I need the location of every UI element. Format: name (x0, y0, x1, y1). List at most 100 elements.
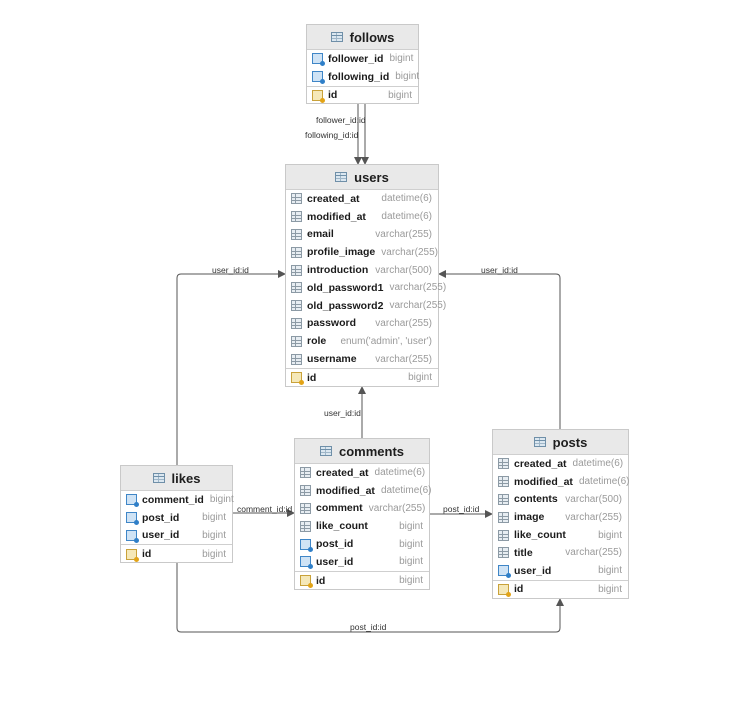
column-name: profile_image (307, 246, 376, 259)
table-icon (335, 172, 348, 182)
table-header[interactable]: follows (307, 25, 418, 50)
edge-posts-user (438, 270, 561, 429)
column-type: bigint (399, 556, 423, 568)
column-icon (291, 228, 302, 240)
column-type: datetime(6) (578, 476, 630, 488)
column-row[interactable]: created_at datetime(6) (493, 455, 628, 473)
table-posts[interactable]: posts created_at datetime(6) modified_at dat… (492, 429, 630, 599)
column-name: role (307, 335, 327, 348)
column-row[interactable]: old_password2 varchar(255) (286, 297, 446, 315)
column-icon (498, 493, 509, 505)
column-row[interactable]: modified_at datetime(6) (493, 473, 630, 491)
column-type: bigint (389, 53, 414, 65)
edge-likes-user (176, 270, 286, 465)
column-name: modified_at (514, 475, 573, 488)
column-row[interactable]: id bigint (493, 579, 628, 599)
column-name: id (316, 574, 326, 587)
column-icon (300, 485, 311, 497)
column-type: varchar(255) (375, 353, 432, 365)
column-name: id (328, 89, 338, 102)
table-icon (152, 473, 165, 483)
column-type: enum('admin', 'user') (340, 335, 432, 347)
column-name: contents (514, 493, 558, 506)
column-icon (291, 211, 302, 223)
column-icon (498, 476, 509, 488)
column-type: datetime(6) (381, 211, 432, 223)
column-name: modified_at (316, 484, 375, 497)
table-title: follows (349, 29, 395, 45)
column-type: varchar(255) (381, 246, 438, 258)
column-icon (291, 317, 302, 329)
edge-label-likes-user: user_id:id (212, 265, 249, 275)
primary-key-icon (291, 372, 304, 386)
column-type: datetime(6) (572, 458, 624, 470)
column-name: follower_id (328, 52, 384, 65)
column-icon (498, 458, 509, 470)
edge-label-following-id: following_id:id (305, 130, 359, 140)
table-header[interactable]: posts (493, 430, 628, 455)
column-name: created_at (316, 466, 369, 479)
column-row[interactable]: role enum('admin', 'user') (286, 332, 438, 350)
column-type: varchar(500) (565, 493, 622, 505)
column-type: varchar(255) (389, 282, 447, 294)
column-row[interactable]: contents varchar(500) (493, 491, 628, 509)
foreign-key-icon (312, 71, 325, 85)
column-name: image (514, 511, 545, 524)
column-row[interactable]: profile_image varchar(255) (286, 243, 438, 261)
table-title: users (354, 169, 389, 185)
column-row[interactable]: follower_id bigint (307, 50, 418, 68)
table-icon (330, 32, 343, 42)
column-row[interactable]: user_id bigint (295, 553, 429, 571)
column-name: comment (316, 502, 363, 515)
foreign-key-icon (126, 512, 139, 526)
column-name: id (514, 583, 524, 596)
column-icon (498, 529, 509, 541)
column-type: bigint (202, 529, 226, 541)
edge-label-follower-id: follower_id:id (316, 115, 366, 125)
column-type: varchar(255) (389, 300, 447, 312)
column-name: created_at (514, 457, 567, 470)
column-name: comment_id (142, 493, 204, 506)
table-header[interactable]: comments (295, 439, 429, 464)
primary-key-icon (312, 89, 325, 103)
column-name: like_count (514, 529, 566, 542)
column-icon (291, 300, 302, 312)
table-header[interactable]: likes (121, 466, 232, 491)
column-type: bigint (598, 583, 622, 595)
column-name: user_id (316, 555, 354, 568)
column-type: varchar(255) (565, 547, 622, 559)
table-header[interactable]: users (286, 165, 438, 190)
column-icon (291, 353, 302, 365)
column-icon (498, 511, 509, 523)
column-name: id (307, 371, 317, 384)
column-name: old_password2 (307, 299, 384, 312)
